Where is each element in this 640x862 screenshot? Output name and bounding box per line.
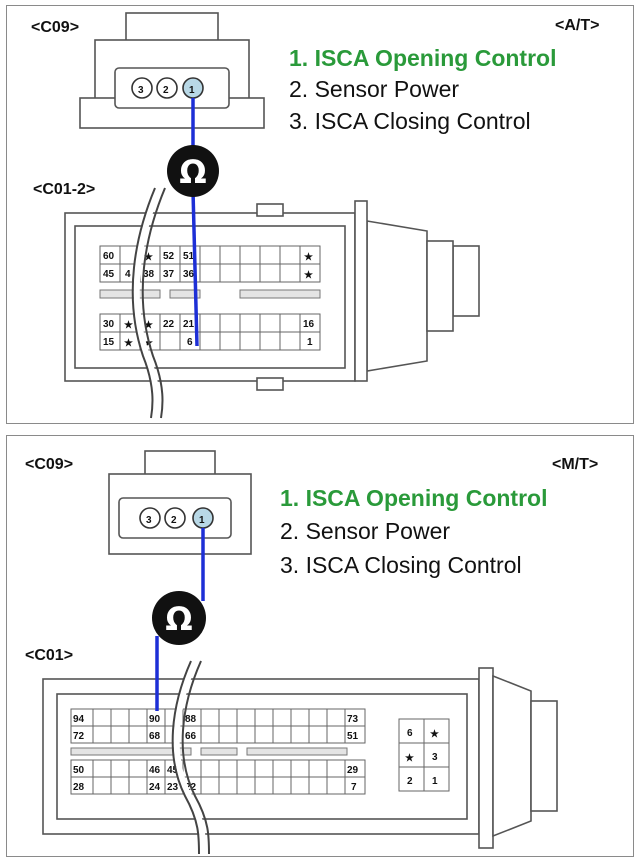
- ecm-pin-label: 6: [407, 728, 413, 739]
- ecm-pin-label: ★: [124, 338, 133, 349]
- ecm-pin-label: 72: [73, 731, 85, 742]
- wire-harness: [171, 659, 210, 855]
- ecm-pin-label: 29: [347, 765, 359, 776]
- ecm-pin-grid-top: 94 90 88 73 72 68 66 51: [70, 708, 366, 744]
- panel-mt-svg: <C09> <M/T> <C01> 1. ISCA Opening Contro…: [25, 450, 598, 855]
- ecm-pin-label: ★: [304, 252, 313, 263]
- sensor-pin-label: 3: [138, 85, 144, 96]
- ecm-pin-label: 7: [351, 782, 357, 793]
- sensor-connector: 3 2 1: [79, 12, 265, 129]
- sensor-pin-label: 2: [163, 85, 169, 96]
- ohm-symbol: Ω: [165, 600, 192, 638]
- ecm-pin-label: 88: [185, 714, 197, 725]
- ecm-pin-label: 50: [73, 765, 85, 776]
- ecm-pin-label: 4: [125, 269, 131, 280]
- ohm-symbol: Ω: [179, 153, 206, 191]
- ecm-connector: 60 ★ 52 51 ★ 45 4 38 37 36 ★: [64, 200, 480, 391]
- legend-item-2: 2. Sensor Power: [280, 518, 450, 544]
- sensor-pin-3: [139, 507, 161, 529]
- ecm-pin-label: 16: [303, 319, 315, 330]
- sensor-pin-label: 1: [189, 85, 195, 96]
- ecm-pin-label: 51: [183, 251, 195, 262]
- ecm-pin-label: 94: [73, 714, 85, 725]
- legend-item-3: 3. ISCA Closing Control: [280, 552, 522, 578]
- legend-item-2: 2. Sensor Power: [289, 76, 459, 102]
- ecm-pin-label: 46: [149, 765, 161, 776]
- ecm-pin-label: 23: [167, 782, 179, 793]
- ecm-pin-label: 73: [347, 714, 359, 725]
- sensor-pin-2: [164, 507, 186, 529]
- ecm-pin-grid-bottom: 50 46 45 29 28 24 23 22 7: [70, 759, 366, 795]
- ecm-pin-label: ★: [304, 270, 313, 281]
- ecm-pin-label: 60: [103, 251, 115, 262]
- ecm-pin-label: 22: [163, 319, 175, 330]
- ecm-pin-label: 45: [167, 765, 179, 776]
- ecm-pin-label: ★: [405, 753, 414, 764]
- transmission-label: <A/T>: [555, 17, 599, 34]
- probe-wire-ecm: [191, 190, 199, 347]
- transmission-label: <M/T>: [552, 456, 598, 473]
- ecm-pin-label: ★: [144, 252, 153, 263]
- diagram-panel-at: <C09> <A/T> <C01-2> 1. ISCA Opening Cont…: [6, 5, 634, 424]
- ecm-pin-grid-top: 60 ★ 52 51 ★ 45 4 38 37 36 ★: [99, 245, 321, 283]
- sensor-pin-label: 3: [146, 515, 152, 526]
- ecm-pin-label: 66: [185, 731, 197, 742]
- ecm-pin-label: 45: [103, 269, 115, 280]
- sensor-connector-label: <C09>: [31, 19, 79, 36]
- sensor-pin-2: [156, 77, 178, 99]
- legend-item-1: 1. ISCA Opening Control: [289, 45, 556, 71]
- wire-harness: [131, 186, 166, 419]
- ohmmeter-icon: Ω: [167, 145, 219, 197]
- legend-item-3: 3. ISCA Closing Control: [289, 108, 531, 134]
- ecm-connector-label: <C01>: [25, 647, 73, 664]
- diagram-panel-mt: <C09> <M/T> <C01> 1. ISCA Opening Contro…: [6, 435, 634, 857]
- ecm-pin-label: 24: [149, 782, 161, 793]
- ecm-pin-label: 3: [432, 752, 438, 763]
- ecm-pin-label: 37: [163, 269, 175, 280]
- ecm-connector-label: <C01-2>: [33, 181, 95, 198]
- legend-item-1: 1. ISCA Opening Control: [280, 485, 547, 511]
- ecm-pin-label: 38: [143, 269, 155, 280]
- ecm-pin-label: ★: [144, 320, 153, 331]
- sensor-connector-label: <C09>: [25, 456, 73, 473]
- ecm-pin-label: ★: [430, 729, 439, 740]
- ecm-pin-label: 68: [149, 731, 161, 742]
- ecm-pin-label: 1: [307, 337, 313, 348]
- sensor-pin-label: 1: [199, 515, 205, 526]
- ecm-pin-label: 52: [163, 251, 175, 262]
- ecm-pin-grid-bottom: 30 ★ ★ 22 21 16 15 ★ ★ 6 1: [99, 313, 321, 351]
- sensor-pin-label: 2: [171, 515, 177, 526]
- ohmmeter-icon: Ω: [152, 591, 206, 645]
- sensor-pin-3: [131, 77, 153, 99]
- ecm-pin-label: 21: [183, 319, 195, 330]
- ecm-pin-label: 51: [347, 731, 359, 742]
- ecm-pin-label: ★: [124, 320, 133, 331]
- ecm-pin-label: 36: [183, 269, 195, 280]
- ecm-pin-label: 30: [103, 319, 115, 330]
- ecm-pin-label: 15: [103, 337, 115, 348]
- ecm-side-pin-block: 6 ★ ★ 3 2 1: [398, 718, 450, 792]
- ecm-pin-label: 90: [149, 714, 161, 725]
- sensor-connector: 3 2 1: [108, 450, 252, 555]
- ecm-connector: 94 90 88 73 72 68 66 51: [42, 667, 558, 849]
- ecm-pin-label: 28: [73, 782, 85, 793]
- ecm-pin-label: 2: [407, 776, 413, 787]
- panel-at-svg: <C09> <A/T> <C01-2> 1. ISCA Opening Cont…: [31, 12, 599, 419]
- ecm-pin-label: 1: [432, 776, 438, 787]
- ecm-pin-label: 6: [187, 337, 193, 348]
